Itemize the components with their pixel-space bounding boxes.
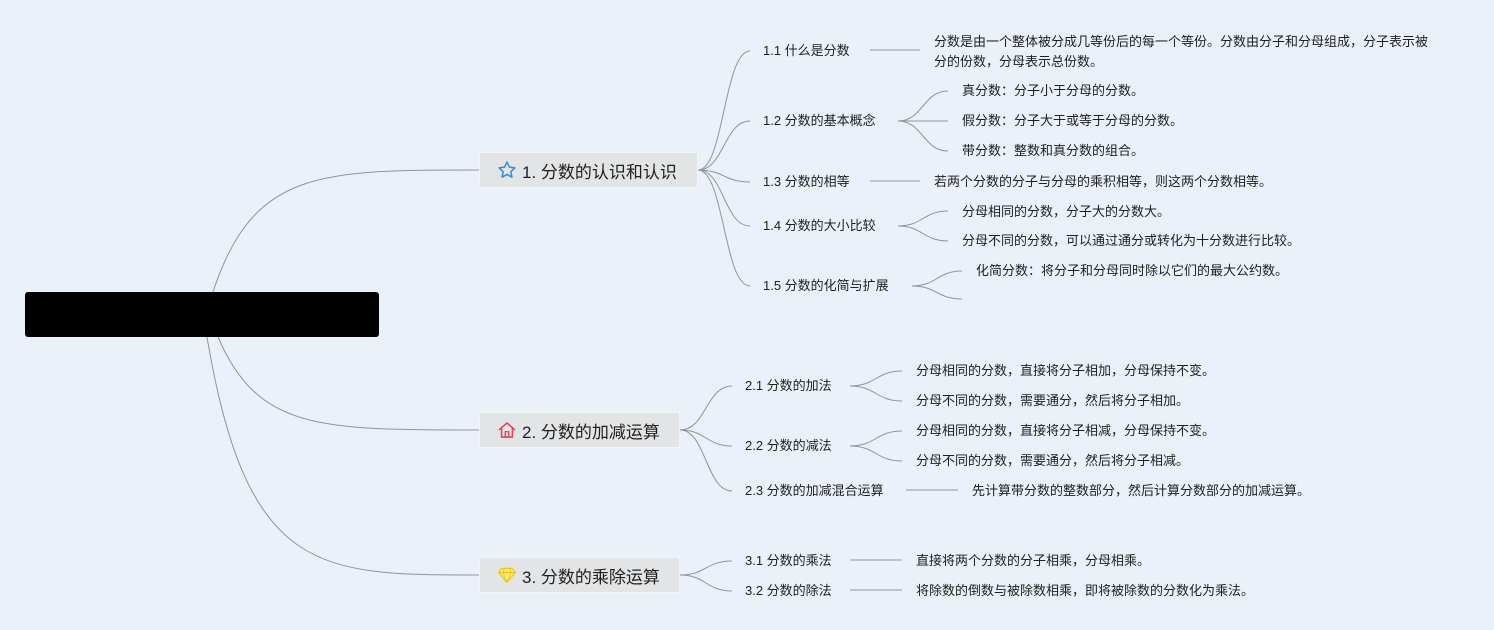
- edge-sub-2-1-leaf-2: [849, 385, 903, 402]
- edge-root-branch-2: [217, 336, 480, 431]
- branch-title: 2. 分数的加减运算: [522, 422, 660, 442]
- edge-branch-1-sub-5: [697, 169, 751, 287]
- subtopic-3-1[interactable]: 3.1 分数的乘法: [745, 553, 832, 568]
- edge-branch-2-sub-3: [679, 429, 733, 492]
- leaf-1-2-3: 带分数：整数和真分数的组合。: [962, 143, 1145, 158]
- leaf-2-2-1: 分母相同的分数，直接将分子相减，分母保持不变。: [916, 423, 1216, 438]
- edge-branch-1-sub-2: [697, 120, 751, 171]
- edge-branch-1-sub-1: [697, 50, 751, 171]
- edge-sub-2-2-leaf-1: [849, 430, 903, 447]
- leaf-1-4-2: 分母不同的分数，可以通过通分或转化为十分数进行比较。: [962, 233, 1301, 248]
- edge-root-branch-3: [206, 336, 480, 576]
- diamond-icon: [496, 564, 518, 586]
- root-node-redacted[interactable]: [25, 292, 379, 337]
- subtopic-3-2[interactable]: 3.2 分数的除法: [745, 583, 832, 598]
- subtopic-2-3[interactable]: 2.3 分数的加减混合运算: [745, 483, 884, 498]
- leaf-1-4-1: 分母相同的分数，分子大的分数大。: [962, 204, 1171, 219]
- edge-sub-1-5-leaf-2: [911, 285, 963, 300]
- subtopic-1-5[interactable]: 1.5 分数的化简与扩展: [763, 278, 889, 293]
- leaf-1-3-1: 若两个分数的分子与分母的乘积相等，则这两个分数相等。: [934, 174, 1273, 189]
- leaf-1-2-2: 假分数：分子大于或等于分母的分数。: [962, 113, 1184, 128]
- edge-branch-3-sub-1: [679, 560, 733, 576]
- house-icon: [496, 419, 518, 441]
- edge-sub-2-1-leaf-1: [849, 370, 903, 387]
- edge-sub-1-4-leaf-2: [897, 225, 949, 242]
- branch-title: 3. 分数的乘除运算: [522, 567, 660, 587]
- leaf-2-1-2: 分母不同的分数，需要通分，然后将分子相加。: [916, 393, 1190, 408]
- edge-sub-2-2-leaf-2: [849, 445, 903, 462]
- leaf-3-1-1: 直接将两个分数的分子相乘，分母相乘。: [916, 553, 1151, 568]
- edge-root-branch-1: [212, 169, 480, 293]
- leaf-3-2-1: 将除数的倒数与被除数相乘，即将被除数的分数化为乘法。: [916, 583, 1255, 598]
- leaf-1-5-1: 化简分数：将分子和分母同时除以它们的最大公约数。: [976, 263, 1289, 278]
- subtopic-2-2[interactable]: 2.2 分数的减法: [745, 438, 832, 453]
- subtopic-1-4[interactable]: 1.4 分数的大小比较: [763, 218, 876, 233]
- edge-sub-1-5-leaf-1: [911, 270, 963, 287]
- edge-branch-1-sub-3: [697, 169, 751, 183]
- branch-node-2[interactable]: 2. 分数的加减运算: [479, 412, 680, 448]
- branch-title: 1. 分数的认识和认识: [522, 162, 677, 182]
- edge-sub-1-2-leaf-1: [897, 90, 949, 122]
- edge-branch-2-sub-2: [679, 429, 733, 447]
- branch-node-3[interactable]: 3. 分数的乘除运算: [479, 557, 680, 593]
- leaf-2-2-2: 分母不同的分数，需要通分，然后将分子相减。: [916, 453, 1190, 468]
- subtopic-2-1[interactable]: 2.1 分数的加法: [745, 378, 832, 393]
- edge-sub-1-4-leaf-1: [897, 210, 949, 227]
- leaf-1-1-1: 分数是由一个整体被分成几等份后的每一个等份。分数由分子和分母组成，分子表示被分的…: [934, 34, 1429, 69]
- edge-sub-1-2-leaf-3: [897, 120, 949, 152]
- edge-branch-2-sub-1: [679, 385, 733, 431]
- edge-branch-3-sub-2: [679, 574, 733, 592]
- star-icon: [496, 159, 518, 181]
- leaf-2-1-1: 分母相同的分数，直接将分子相加，分母保持不变。: [916, 363, 1216, 378]
- subtopic-1-1[interactable]: 1.1 什么是分数: [763, 43, 850, 58]
- subtopic-1-3[interactable]: 1.3 分数的相等: [763, 174, 850, 189]
- branch-node-1[interactable]: 1. 分数的认识和认识: [479, 152, 698, 188]
- leaf-2-3-1: 先计算带分数的整数部分，然后计算分数部分的加减运算。: [972, 483, 1311, 498]
- leaf-1-2-1: 真分数：分子小于分母的分数。: [962, 83, 1145, 98]
- edge-branch-1-sub-4: [697, 169, 751, 227]
- subtopic-1-2[interactable]: 1.2 分数的基本概念: [763, 113, 876, 128]
